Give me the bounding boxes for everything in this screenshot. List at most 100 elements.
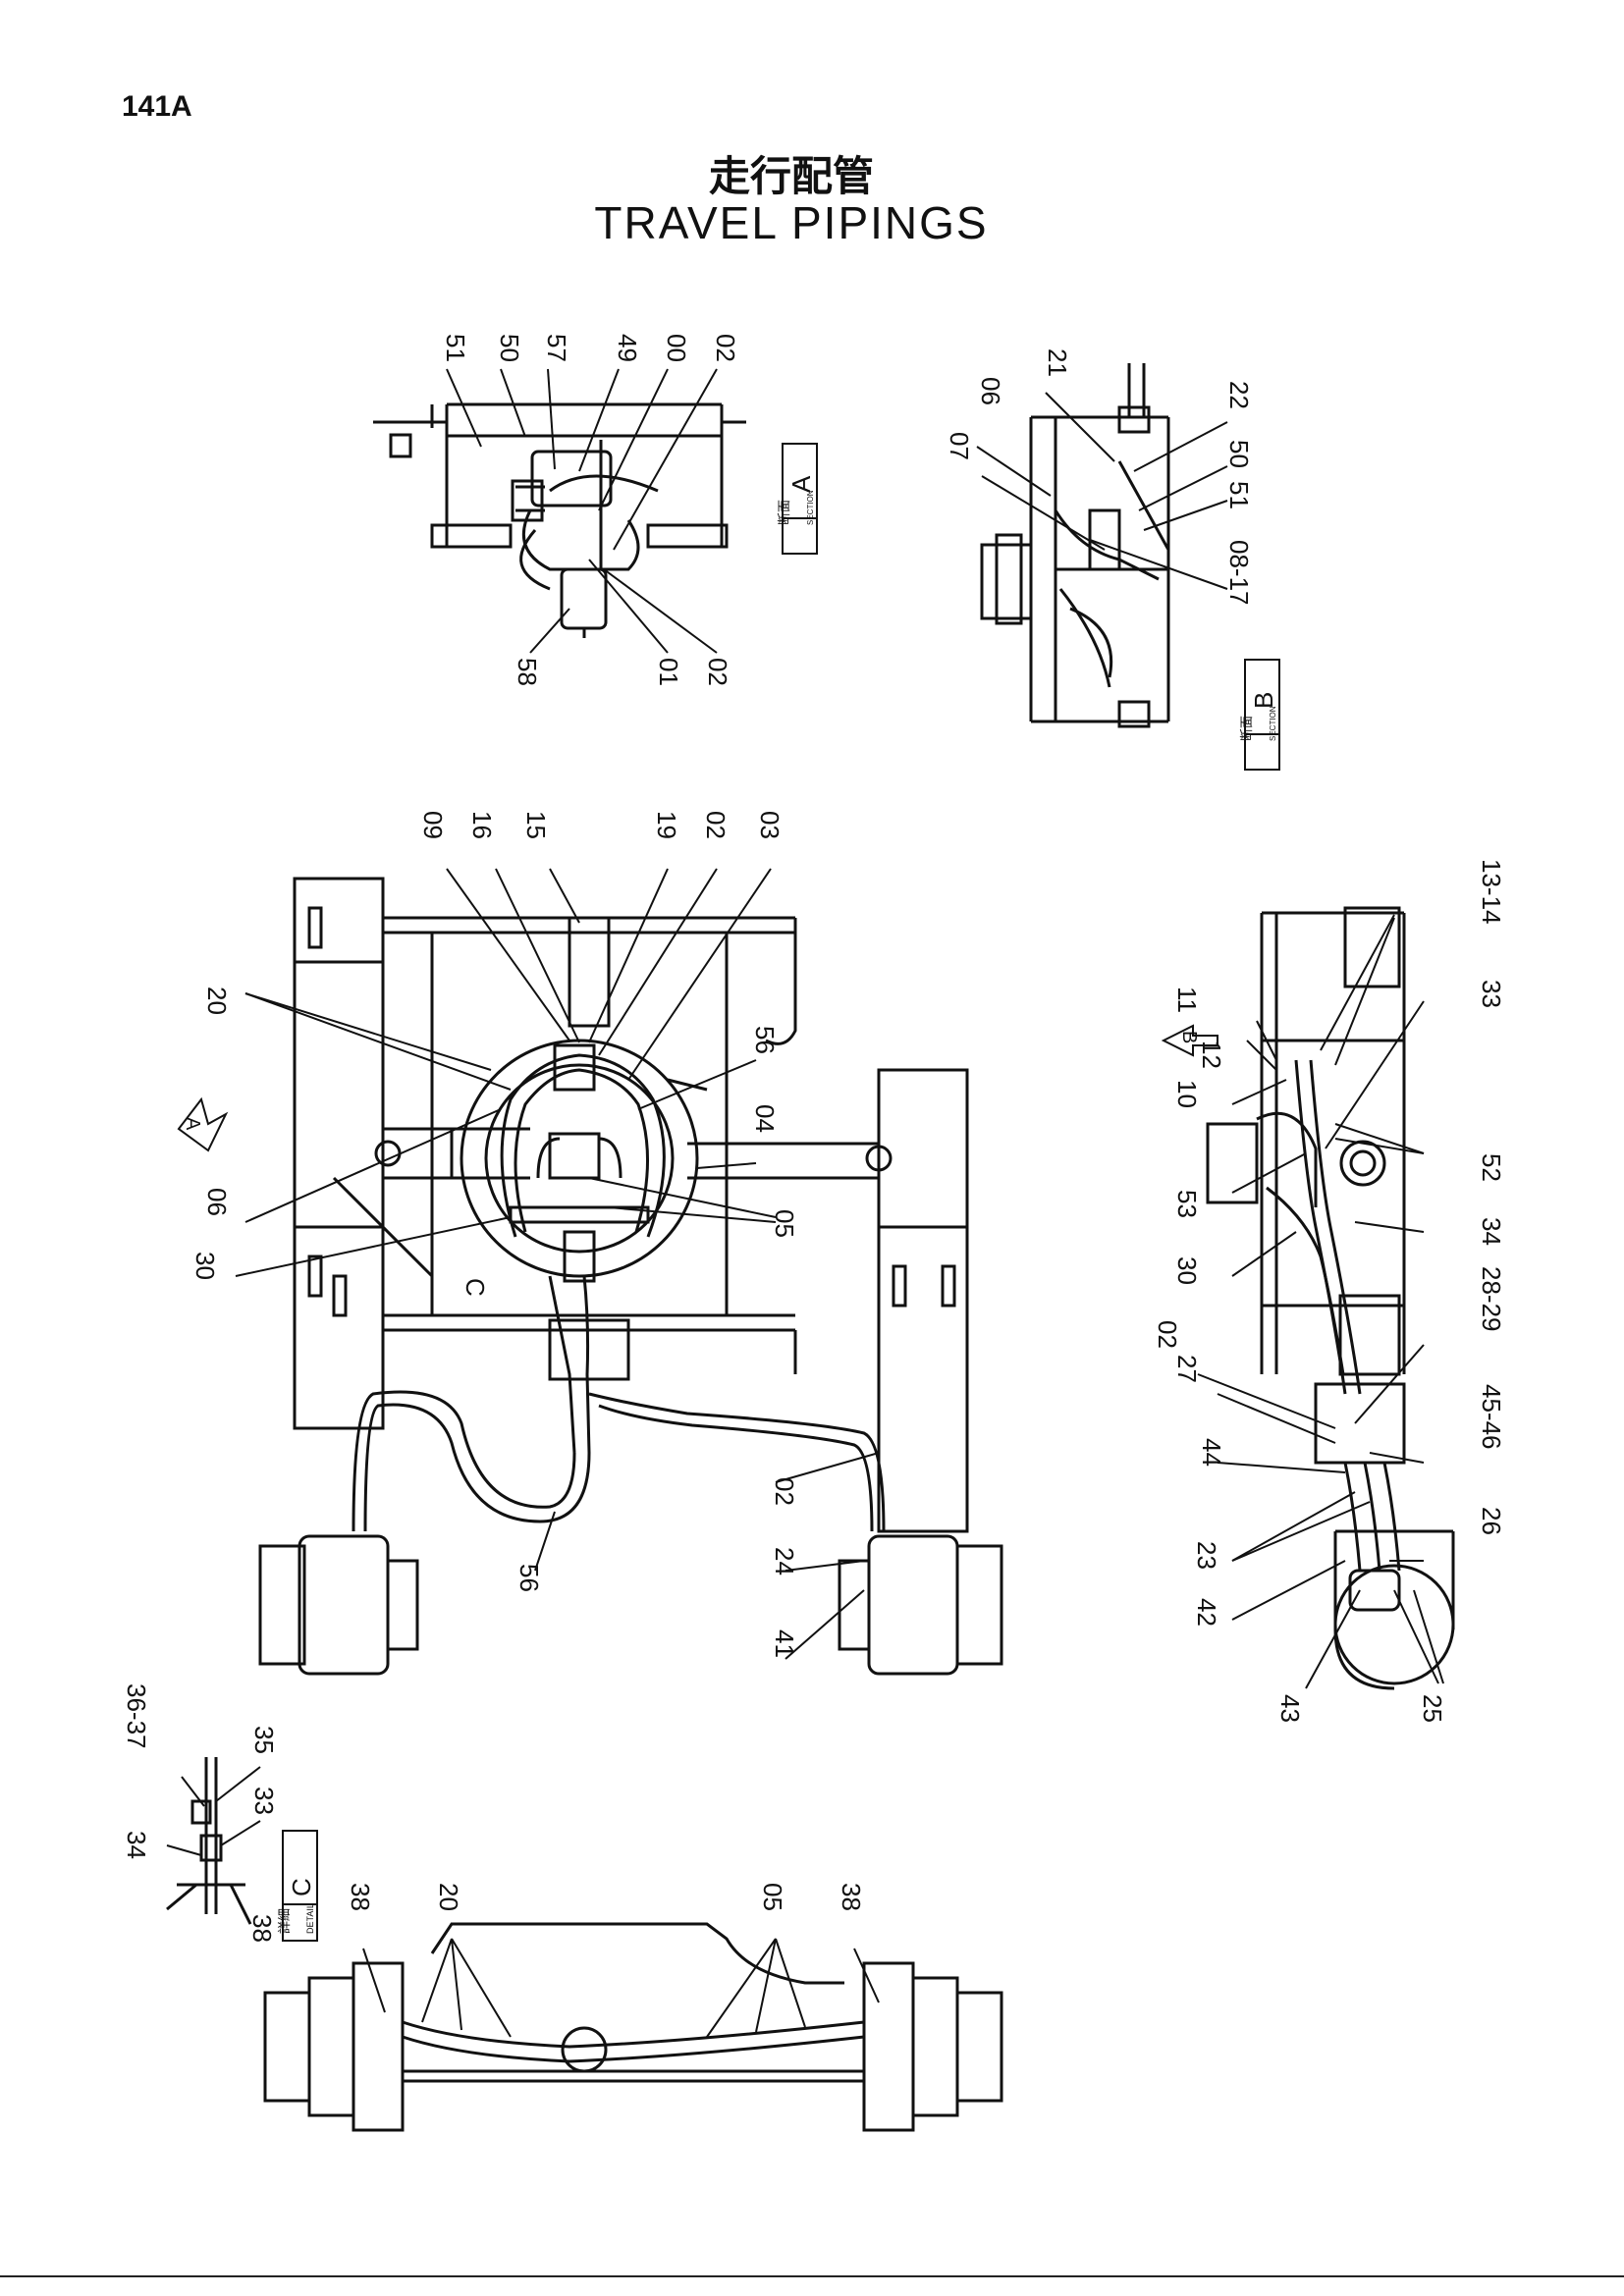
- section-tag-en: SECTION: [806, 490, 815, 525]
- section-a-callouts: 51 50 57 49 00 02 58 01 02: [441, 334, 740, 686]
- detail-tag-letter: C: [287, 1878, 316, 1896]
- callout: 16: [467, 811, 497, 839]
- view-arrow-letter: B: [1178, 1031, 1200, 1043]
- callout: 15: [521, 811, 551, 839]
- section-tag-jp: 断面: [777, 500, 791, 525]
- callout: 45-46: [1477, 1384, 1506, 1450]
- view-a-arrow: [177, 1096, 229, 1152]
- callout: 05: [770, 1209, 799, 1238]
- callout: 41: [770, 1629, 799, 1658]
- callout: 53: [1172, 1190, 1202, 1218]
- view-b-arrow-label: B: [1178, 1031, 1200, 1043]
- callout: 09: [418, 811, 448, 839]
- callout: 36-37: [122, 1683, 151, 1749]
- callout: 38: [346, 1883, 375, 1911]
- callout: 52: [1477, 1153, 1506, 1182]
- callout: 38: [837, 1883, 866, 1911]
- callout: 01: [654, 658, 683, 686]
- callout: 57: [542, 334, 571, 362]
- callout: 20: [434, 1883, 463, 1911]
- callout: 56: [514, 1564, 544, 1592]
- callout: 19: [652, 811, 681, 839]
- callout: 51: [1224, 481, 1254, 509]
- callout: 30: [190, 1252, 220, 1280]
- page-title: TRAVEL PIPINGS: [594, 197, 989, 248]
- section-tag-letter: B: [1249, 692, 1278, 709]
- callout: 21: [1043, 348, 1072, 377]
- page-bottom-rule: [0, 2275, 1624, 2277]
- callout: 02: [703, 658, 732, 686]
- callout: 02: [701, 811, 731, 839]
- section-tag-en: SECTION: [1269, 706, 1277, 741]
- callout: 10: [1172, 1080, 1202, 1108]
- detail-tag-jp: 詳細: [277, 1908, 292, 1934]
- callout: 05: [758, 1883, 787, 1911]
- section-tag-jp: 断面: [1239, 716, 1254, 741]
- callout: 43: [1275, 1694, 1305, 1723]
- callout: 20: [202, 987, 232, 1015]
- detail-c-callouts: 36-37 35 33 34 38: [122, 1683, 279, 1943]
- callout: 34: [122, 1831, 151, 1859]
- callout: 44: [1197, 1438, 1226, 1467]
- callout: 03: [755, 811, 785, 839]
- detail-c-view: [166, 1757, 252, 1925]
- section-tag-letter: A: [786, 475, 816, 493]
- callout: 13-14: [1477, 859, 1506, 925]
- callout: 12: [1197, 1041, 1226, 1069]
- callout: 49: [613, 334, 642, 362]
- callout: 28-29: [1477, 1266, 1506, 1332]
- side-view-leaders: [1197, 914, 1444, 1689]
- section-b-tag-labels: 断面 SECTION B: [1239, 692, 1278, 741]
- callout: 11: [1172, 987, 1202, 1013]
- callout: 33: [1477, 980, 1506, 1008]
- section-b-callouts: 07 06 21 22 50 51 08-17: [945, 348, 1254, 606]
- main-view-callouts: 09 16 15 19 02 03 20 56 04 06 05 30 C 02…: [190, 811, 799, 1658]
- callout: 25: [1418, 1694, 1447, 1723]
- callout: 35: [249, 1726, 279, 1754]
- callout: C: [460, 1278, 490, 1297]
- section-b-leaders: [976, 392, 1228, 590]
- callout: 02: [1153, 1320, 1182, 1349]
- callout: 34: [1477, 1217, 1506, 1246]
- section-a-tag: [782, 443, 818, 555]
- view-b-arrow: [1161, 1024, 1218, 1057]
- detail-c-tag: [282, 1830, 318, 1942]
- callout: 00: [662, 334, 691, 362]
- callout: 27: [1172, 1355, 1202, 1383]
- callout: 51: [441, 334, 470, 362]
- callout: 02: [770, 1477, 799, 1506]
- callout: 38: [247, 1914, 277, 1943]
- side-view-frame: [1206, 906, 1455, 1690]
- page-number: 141A: [122, 90, 192, 123]
- bottom-view-leaders: [362, 1938, 880, 2038]
- callout: 23: [1192, 1541, 1221, 1570]
- section-a-tag-labels: 断面 SECTION A: [777, 475, 816, 525]
- main-view-frame: [258, 877, 1003, 1676]
- section-a-leaders: [446, 368, 718, 654]
- callout: 06: [202, 1188, 232, 1216]
- side-view-callouts: 13-14 11 12 10 33 52 53 34 30 28-29 02 2…: [1153, 859, 1506, 1723]
- callout: 08-17: [1224, 540, 1254, 606]
- section-b-view: [980, 363, 1170, 728]
- callout: 33: [249, 1787, 279, 1815]
- callout: 04: [750, 1104, 780, 1133]
- callout: 07: [945, 432, 974, 460]
- detail-c-leaders: [166, 1766, 261, 1925]
- callout: 02: [711, 334, 740, 362]
- callout: 58: [513, 658, 542, 686]
- callout: 50: [495, 334, 524, 362]
- callout: 30: [1172, 1256, 1202, 1285]
- page-title-japanese: 走行配管: [708, 152, 874, 200]
- callout: 06: [976, 377, 1005, 405]
- detail-c-tag-labels: 詳細 DETAIL C: [277, 1878, 316, 1934]
- bottom-view-callouts: 38 20 05 38: [346, 1883, 866, 1911]
- callout: 56: [750, 1026, 780, 1054]
- callout: 26: [1477, 1507, 1506, 1535]
- detail-tag-en: DETAIL: [305, 1903, 315, 1934]
- callout: 24: [770, 1547, 799, 1575]
- callout: 50: [1224, 440, 1254, 468]
- bottom-view-frame: [263, 1922, 1003, 2132]
- section-a-view: [373, 402, 746, 638]
- main-view-leaders: [235, 868, 880, 1660]
